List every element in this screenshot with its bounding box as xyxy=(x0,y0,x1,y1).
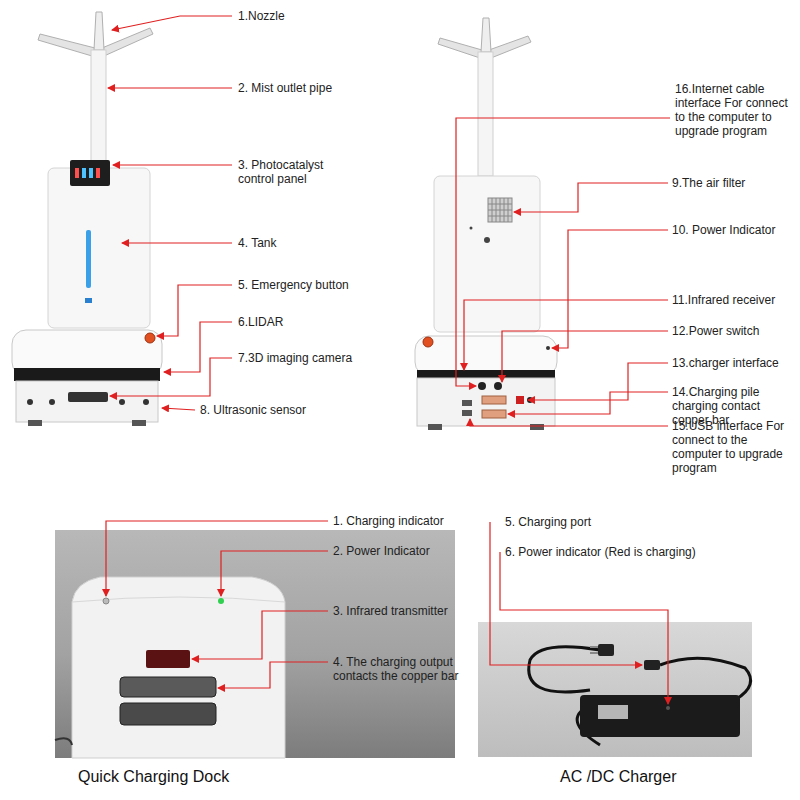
robot-front xyxy=(12,12,162,426)
callout-label: 7.3D imaging camera xyxy=(238,351,388,365)
leader-lines xyxy=(106,16,670,704)
robot-back xyxy=(415,18,557,430)
callout-label: 10. Power Indicator xyxy=(672,223,796,237)
callout-label: 2. Mist outlet pipe xyxy=(238,81,398,95)
callout-label: 3. Infrared transmitter xyxy=(333,604,493,618)
callout-label: 8. Ultrasonic sensor xyxy=(200,403,350,417)
callout-label: 9.The air filter xyxy=(672,176,796,190)
callout-label: 2. Power Indicator xyxy=(333,544,493,558)
caption-label: Quick Charging Dock xyxy=(78,768,338,786)
callout-label: 4. Tank xyxy=(238,236,358,250)
callout-label: 5. Emergency button xyxy=(238,278,388,292)
dock-photo xyxy=(55,530,455,758)
callout-label: 15.USB interface For connect to the comp… xyxy=(672,419,796,475)
callout-label: 6.LIDAR xyxy=(238,315,358,329)
callout-label: 5. Charging port xyxy=(505,515,705,529)
callout-label: 3. Photocatalyst control panel xyxy=(238,158,350,186)
callout-label: 11.Infrared receiver xyxy=(672,293,796,307)
callout-label: 1.Nozzle xyxy=(238,9,388,23)
charger-photo xyxy=(478,622,752,757)
callout-label: 16.Internet cable interface For connect … xyxy=(675,82,797,138)
callout-label: 6. Power indicator (Red is charging) xyxy=(505,545,745,559)
callout-label: 4. The charging output contacts the copp… xyxy=(333,655,473,683)
callout-label: 1. Charging indicator xyxy=(333,514,493,528)
callout-label: 13.charger interface xyxy=(672,356,796,370)
caption-label: AC /DC Charger xyxy=(560,768,780,786)
callout-label: 12.Power switch xyxy=(672,324,796,338)
